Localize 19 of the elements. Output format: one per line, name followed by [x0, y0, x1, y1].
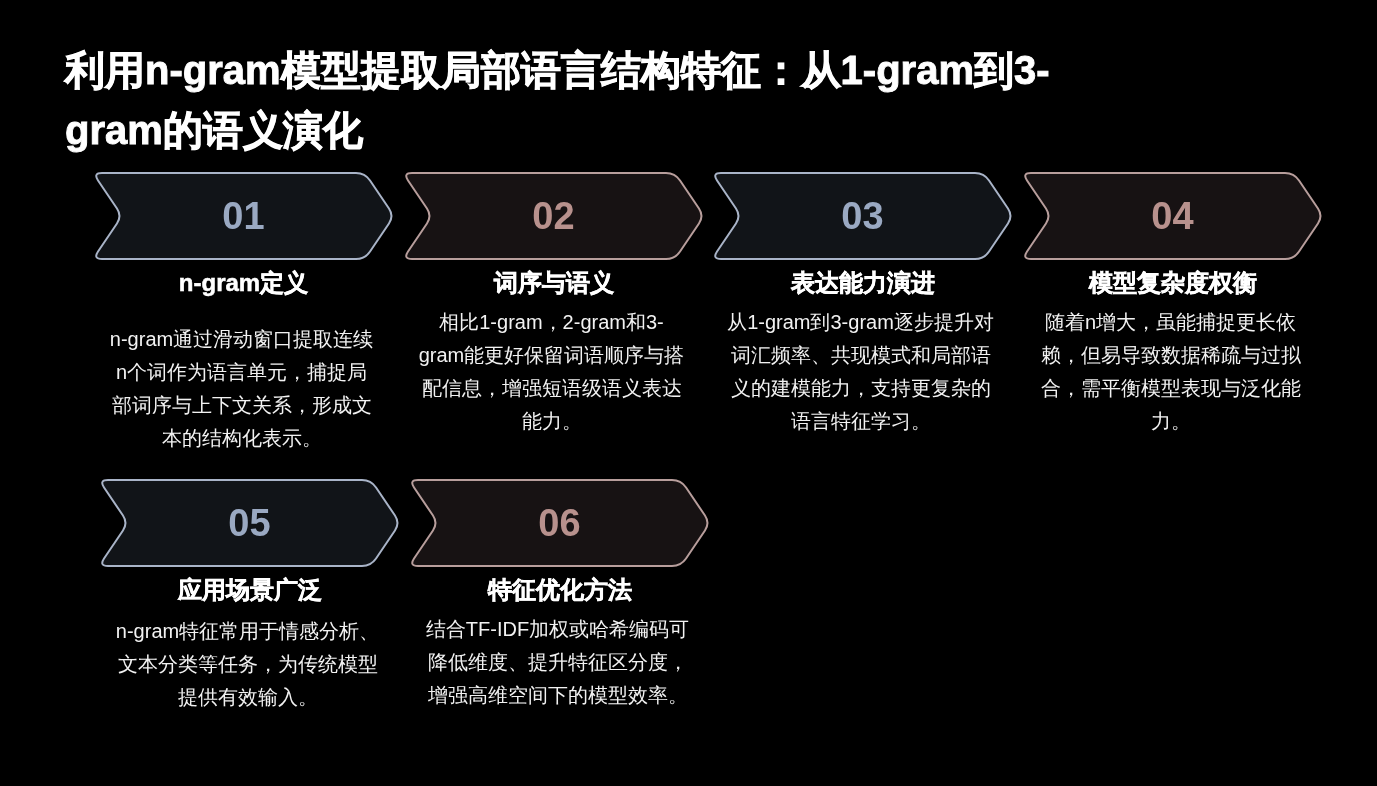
- step-number: 01: [222, 194, 265, 238]
- step-number: 06: [538, 501, 581, 545]
- step-description: 随着n增大，虽能捕捉更长依赖，但易导致数据稀疏与过拟合，需平衡模型表现与泛化能力。: [1039, 310, 1302, 434]
- step-number: 03: [841, 194, 884, 238]
- step-description: 从1-gram到3-gram逐步提升对词汇频率、共现模式和局部语义的建模能力，支持更复杂的语言特征学习。: [726, 310, 995, 434]
- step-heading: 特征优化方法: [487, 575, 632, 605]
- step-heading: 词序与语义: [493, 268, 614, 298]
- step-heading: n-gram定义: [178, 268, 309, 298]
- step-heading: 应用场景广泛: [177, 575, 322, 605]
- step-heading: 模型复杂度权衡: [1088, 268, 1257, 298]
- title: 利用n-gram模型提取局部语言结构特征：从1-gram到3-gram的语义演化: [65, 47, 1051, 154]
- step-number: 05: [228, 501, 271, 545]
- step-description: n-gram特征常用于情感分析、文本分类等任务，为传统模型提供有效输入。: [114, 619, 381, 710]
- step-description: n-gram通过滑动窗口提取连续n个词作为语言单元，捕捉局部词序与上下文关系，形成文本的结构化表示。: [108, 327, 375, 451]
- step-number: 02: [532, 194, 575, 238]
- step-description: 结合TF-IDF加权或哈希编码可降低维度、提升特征区分度，增强高维空间下的模型效率。: [424, 617, 691, 708]
- step-heading: 表达能力演进: [790, 268, 935, 298]
- step-number: 04: [1151, 194, 1194, 238]
- step-description: 相比1-gram，2-gram和3-gram能更好保留词语顺序与搭配信息，增强短语级语义表达能力。: [417, 310, 686, 434]
